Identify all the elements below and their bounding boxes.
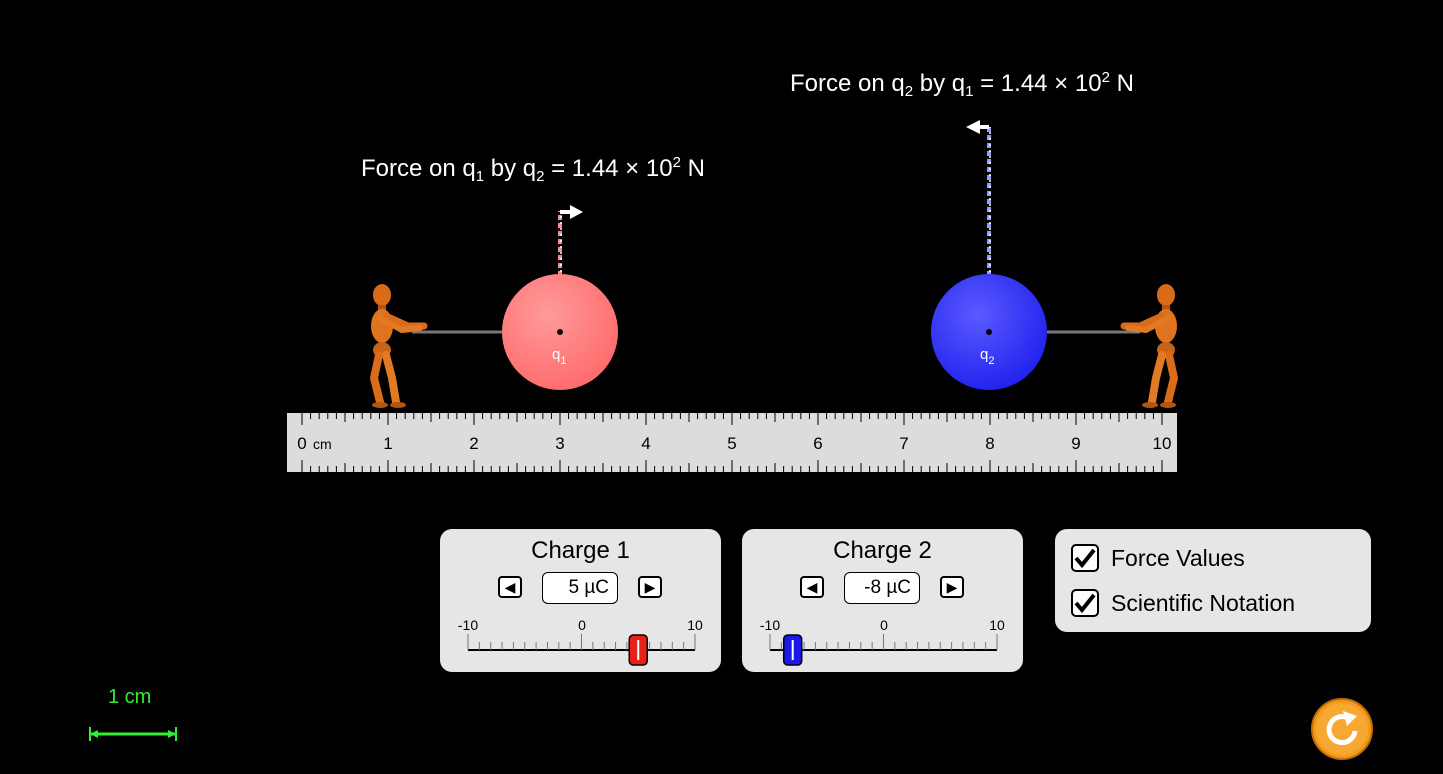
options-panel: Force Values Scientific Notation — [1055, 529, 1371, 632]
ruler-number: 3 — [555, 434, 564, 453]
charge2-value[interactable]: -8 µC — [844, 572, 920, 604]
scale-bar-line — [89, 727, 177, 741]
charge1-slider[interactable] — [440, 629, 721, 669]
checkmark-icon — [1074, 548, 1096, 568]
force-values-checkbox[interactable] — [1071, 544, 1099, 572]
charge1-decrement-button[interactable]: ◀ — [498, 576, 522, 598]
force-values-option[interactable]: Force Values — [1071, 544, 1245, 572]
charge-q1[interactable]: q1 — [502, 274, 618, 390]
puller-right[interactable] — [1124, 284, 1177, 408]
ruler-number: 9 — [1071, 434, 1080, 453]
ruler-number: 7 — [899, 434, 908, 453]
charge-q2-label: q2 — [980, 346, 994, 367]
ruler-numbers: 0 1 2 3 4 5 6 7 8 9 10 — [297, 434, 1171, 453]
charge1-min-label: -10 — [457, 617, 479, 633]
charge2-mid-label: 0 — [880, 617, 888, 633]
charge1-panel: Charge 1 ◀ 5 µC ▶ -10 0 10 — [440, 529, 721, 672]
puller-left[interactable] — [371, 284, 424, 408]
charge2-max-label: 10 — [989, 617, 1005, 633]
charge1-increment-button[interactable]: ▶ — [638, 576, 662, 598]
ruler-number: 6 — [813, 434, 822, 453]
charge2-decrement-button[interactable]: ◀ — [800, 576, 824, 598]
scientific-notation-label: Scientific Notation — [1111, 589, 1296, 616]
ruler-unit: cm — [313, 436, 332, 452]
ruler-number: 0 — [297, 434, 306, 453]
ruler-number: 8 — [985, 434, 994, 453]
charge-q1-label: q1 — [552, 346, 566, 367]
ruler-number: 4 — [641, 434, 650, 453]
charge2-title: Charge 2 — [833, 537, 932, 564]
charge1-mid-label: 0 — [578, 617, 586, 633]
reset-icon — [1311, 698, 1373, 760]
reset-button[interactable] — [1311, 698, 1373, 760]
charge1-title: Charge 1 — [531, 537, 630, 564]
ruler-number: 5 — [727, 434, 736, 453]
force-label-q1: Force on q1 by q2 = 1.44 × 102 N — [361, 154, 705, 185]
charge2-min-label: -10 — [759, 617, 781, 633]
checkmark-icon — [1074, 593, 1096, 613]
force-values-label: Force Values — [1111, 544, 1245, 571]
scale-bar: 1 cm — [88, 686, 178, 746]
charge1-slider-thumb[interactable] — [628, 634, 648, 666]
ruler-number: 10 — [1153, 434, 1172, 453]
simulation-scene: q1 q2 0 1 2 3 4 5 6 7 8 9 10 cm — [287, 120, 1443, 472]
scale-bar-label: 1 cm — [108, 686, 152, 708]
charge2-panel: Charge 2 ◀ -8 µC ▶ -10 0 10 — [742, 529, 1023, 672]
ruler-ticks — [301, 413, 1163, 472]
ruler-number: 1 — [383, 434, 392, 453]
scientific-notation-checkbox[interactable] — [1071, 589, 1099, 617]
charge1-value[interactable]: 5 µC — [542, 572, 618, 604]
ruler-number: 2 — [469, 434, 478, 453]
ruler[interactable]: 0 1 2 3 4 5 6 7 8 9 10 cm — [287, 413, 1177, 472]
force-label-q2: Force on q2 by q1 = 1.44 × 102 N — [790, 69, 1134, 100]
charge2-increment-button[interactable]: ▶ — [940, 576, 964, 598]
charge2-slider-thumb[interactable] — [782, 634, 803, 666]
charge1-max-label: 10 — [687, 617, 703, 633]
scientific-notation-option[interactable]: Scientific Notation — [1071, 589, 1295, 617]
charge2-slider[interactable] — [742, 629, 1023, 669]
charge-q2[interactable]: q2 — [931, 274, 1047, 390]
